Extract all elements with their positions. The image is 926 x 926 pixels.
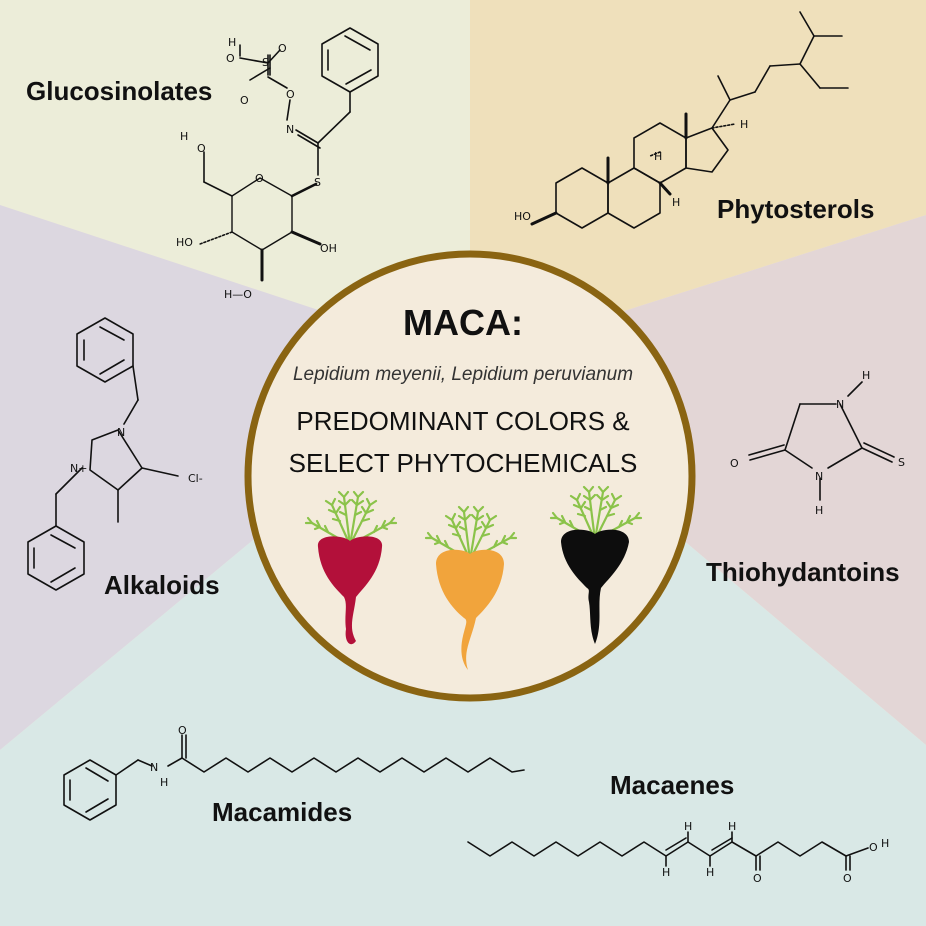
atom-label: O (255, 172, 264, 185)
atom-label: H (728, 820, 736, 833)
species-names: Lepidium meyenii, Lepidium peruvianum (292, 364, 634, 385)
atom-label: H (862, 369, 870, 382)
atom-label: O (178, 724, 187, 737)
atom-label: HO (514, 210, 531, 223)
thiohydantoin-structure (748, 381, 895, 501)
label-thiohydantoins: Thiohydantoins (706, 557, 900, 587)
label-macamides: Macamides (212, 797, 353, 827)
macamide-structure (63, 734, 525, 821)
yellow-maca-root (424, 505, 518, 670)
headline-line-1: PREDOMINANT COLORS & (296, 406, 630, 436)
macaene-structure (467, 831, 869, 871)
label-glucosinolates: Glucosinolates (26, 76, 213, 106)
atom-label: O (753, 872, 762, 885)
atom-label: H (160, 776, 168, 789)
atom-label: O (240, 94, 249, 107)
phytosterol-structure (530, 11, 849, 229)
atom-label: OH (320, 242, 337, 255)
atom-label: H (684, 820, 692, 833)
label-alkaloids: Alkaloids (104, 570, 220, 600)
atom-label: O (197, 142, 206, 155)
atom-label: O (869, 841, 878, 854)
atom-label: O (286, 88, 295, 101)
atom-label: Cl- (188, 472, 203, 485)
atom-label: N (815, 470, 823, 483)
label-phytosterols: Phytosterols (717, 194, 875, 224)
atom-label: H (706, 866, 714, 879)
atom-label: H (815, 504, 823, 517)
atom-label: H (662, 866, 670, 879)
atom-label: O (843, 872, 852, 885)
atom-label: H (881, 837, 889, 850)
atom-label: H (180, 130, 188, 143)
atom-label: O (730, 457, 739, 470)
headline-line-2: SELECT PHYTOCHEMICALS (288, 448, 638, 478)
atom-label: H (740, 118, 748, 131)
sector-top-right (470, 0, 926, 360)
label-macaenes: Macaenes (610, 770, 735, 800)
red-maca-root (304, 490, 398, 645)
alkaloid-structure (27, 317, 179, 591)
black-maca-root (549, 485, 643, 644)
atom-label: S (898, 456, 905, 469)
atom-label: N+ (70, 462, 87, 475)
atom-label: H—O (224, 288, 252, 301)
atom-label: H (654, 150, 662, 163)
atom-label: N (286, 123, 294, 136)
atom-label: N (836, 398, 844, 411)
atom-label: HO (176, 236, 193, 249)
atom-label: O (226, 52, 235, 65)
atom-label: H (672, 196, 680, 209)
atom-label: S (314, 176, 321, 189)
atom-label: O (278, 42, 287, 55)
atom-label: N (117, 426, 125, 439)
title: MACA: (403, 302, 523, 343)
atom-label: H (228, 36, 236, 49)
glucosinolate-structure (199, 27, 379, 282)
atom-label: N (150, 761, 158, 774)
atom-label: S (262, 56, 269, 69)
